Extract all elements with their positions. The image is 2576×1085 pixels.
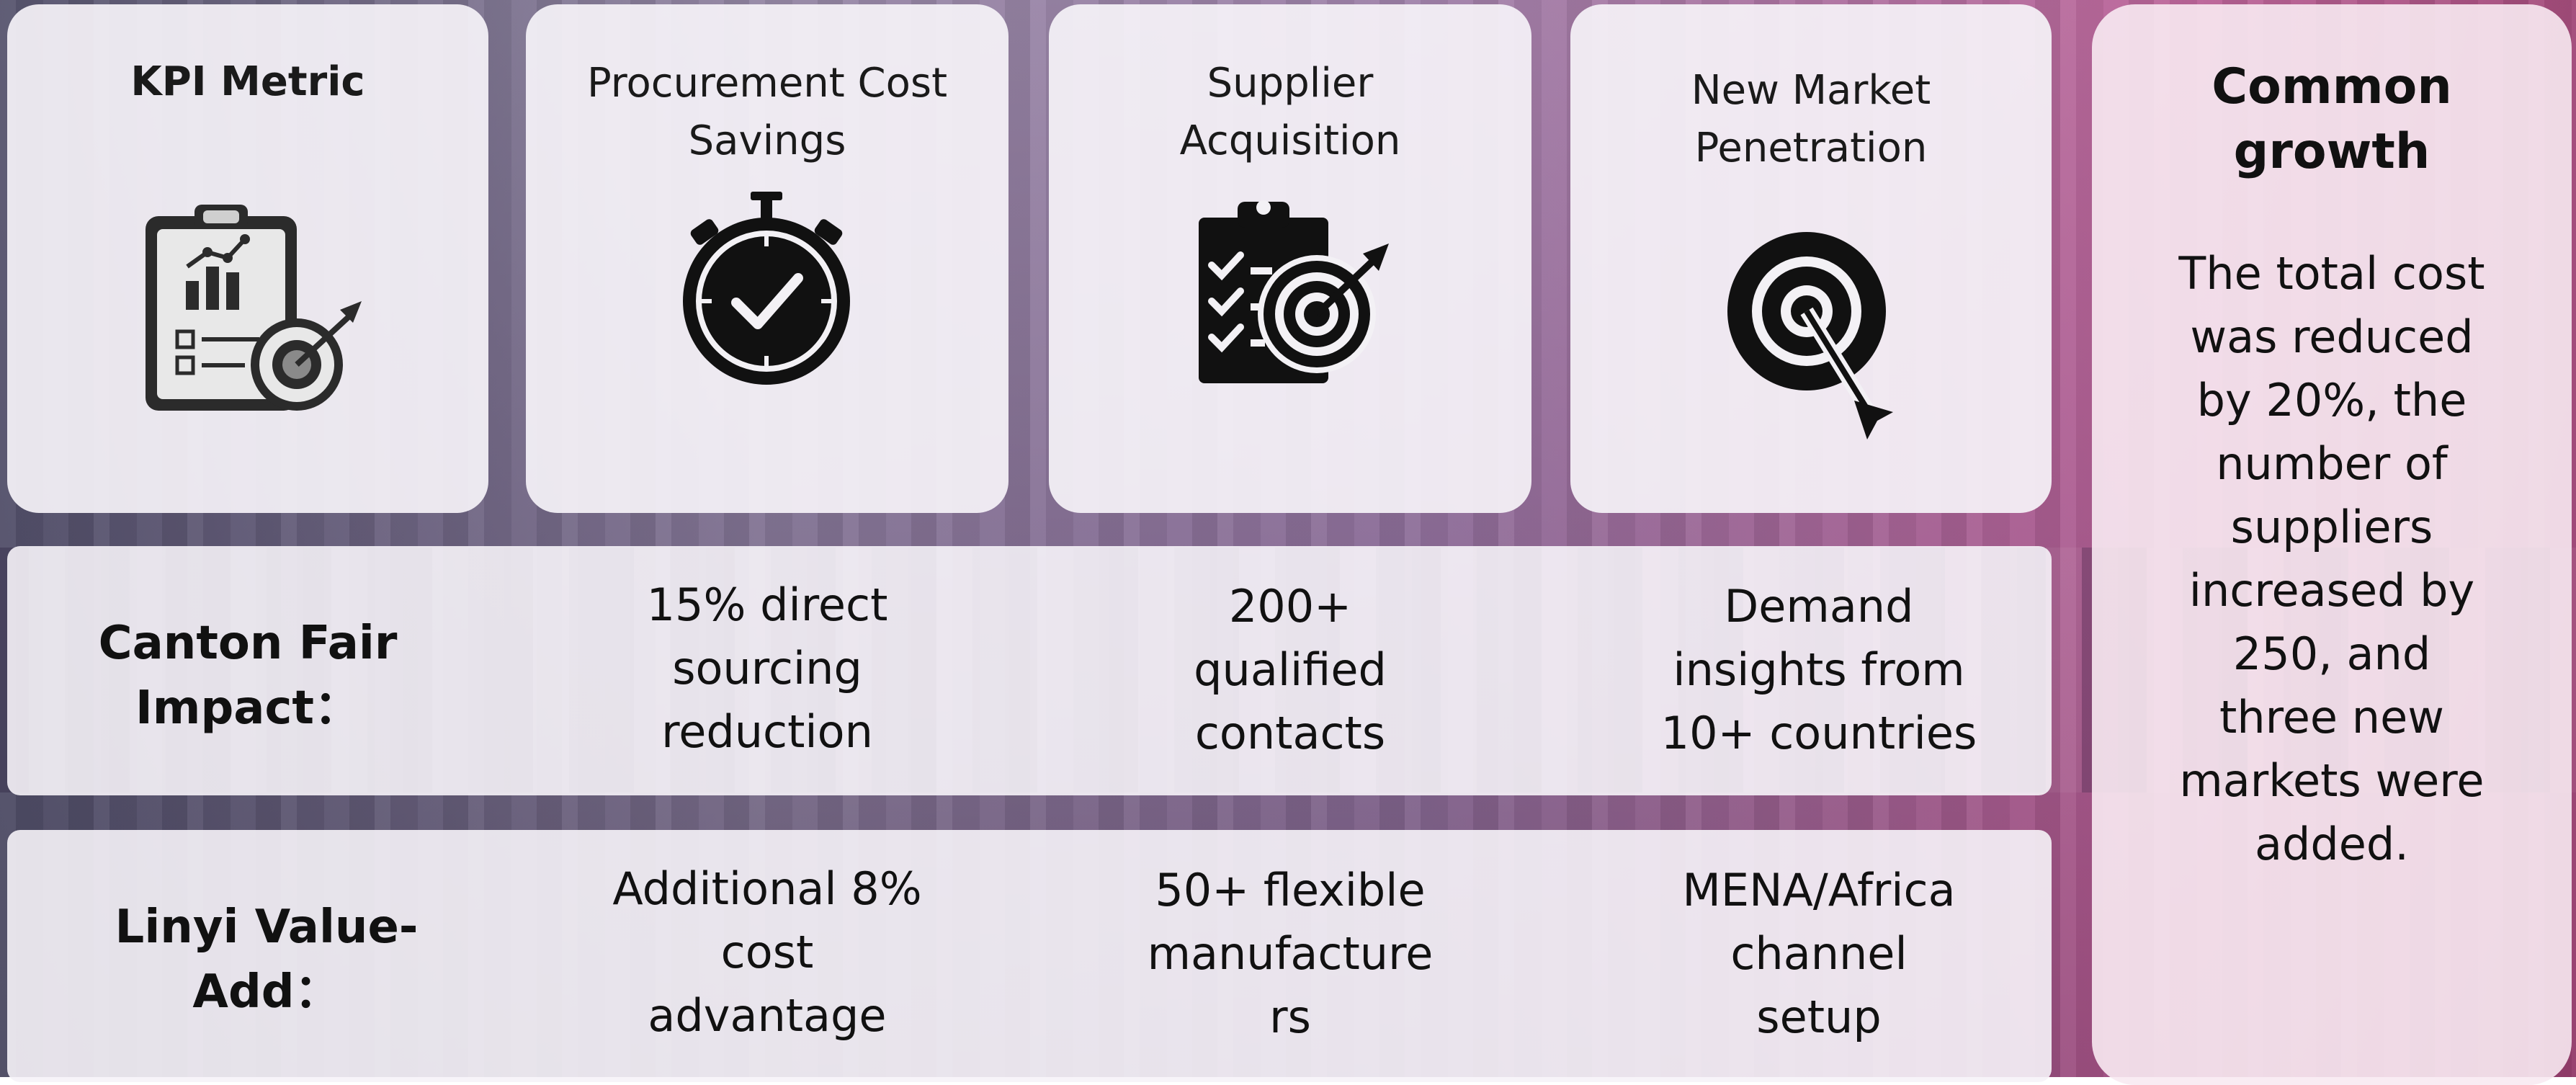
linyi-value-add-row bbox=[7, 830, 2052, 1082]
kpi-metric-card: KPI Metric bbox=[7, 4, 488, 513]
canton-fair-cost-cell: 15% direct sourcing reduction bbox=[646, 579, 888, 758]
linyi-market-cell: MENA/Africa channel setup bbox=[1682, 864, 1956, 1043]
target-arrow-icon bbox=[1727, 232, 1893, 439]
common-growth-title: Common growth bbox=[2211, 58, 2452, 180]
supplier-acquisition-title: Supplier Acquisition bbox=[1179, 60, 1401, 164]
canton-fair-row bbox=[7, 546, 2052, 795]
stopwatch-check-icon bbox=[683, 192, 850, 385]
linyi-value-add-label: Linyi Value- Add： bbox=[115, 901, 419, 1019]
linyi-supplier-cell: 50+ flexible manufacture rs bbox=[1147, 864, 1434, 1043]
linyi-cost-cell: Additional 8% cost advantage bbox=[612, 862, 922, 1042]
clipboard-chart-target-icon bbox=[146, 205, 362, 411]
common-growth-card: Common growth The total cost was reduced… bbox=[2092, 4, 2572, 1085]
supplier-acquisition-card: Supplier Acquisition bbox=[1049, 4, 1531, 513]
canton-fair-label: Canton Fair Impact： bbox=[98, 617, 398, 735]
kpi-metric-title: KPI Metric bbox=[130, 58, 365, 105]
canton-fair-market-cell: Demand insights from 10+ countries bbox=[1660, 580, 1977, 759]
canton-fair-supplier-cell: 200+ qualified contacts bbox=[1194, 580, 1387, 759]
new-market-penetration-title: New Market Penetration bbox=[1691, 67, 1931, 171]
clipboard-target-icon bbox=[1199, 200, 1389, 383]
new-market-penetration-card: New Market Penetration bbox=[1570, 4, 2052, 513]
procurement-cost-savings-card: Procurement Cost Savings bbox=[526, 4, 1009, 513]
procurement-cost-savings-title: Procurement Cost Savings bbox=[586, 60, 948, 164]
common-growth-summary: The total cost was reduced by 20%, the n… bbox=[2178, 247, 2485, 870]
